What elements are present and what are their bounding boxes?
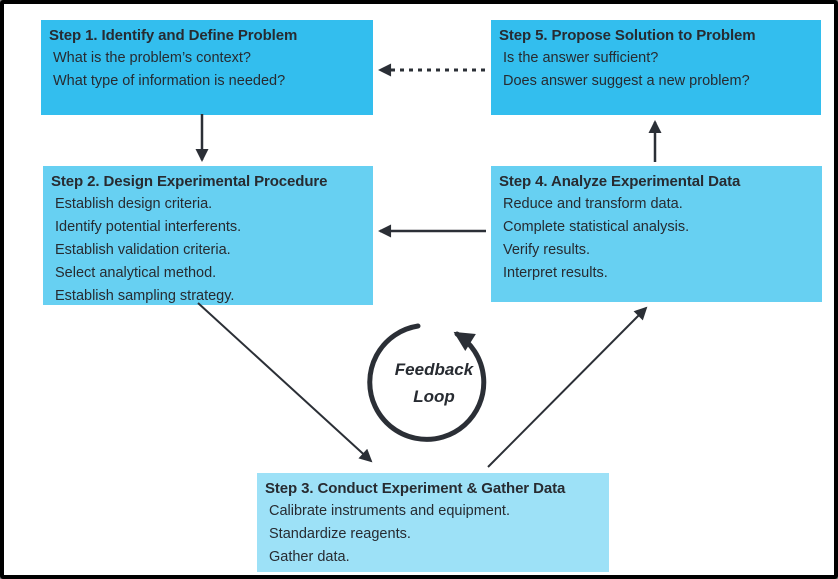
step5-line: Is the answer sufficient? [503,50,659,66]
arrow-step3-to-step4 [487,306,648,468]
step4-line: Interpret results. [503,265,608,281]
step4-line: Verify results. [503,242,591,258]
step1-line: What type of information is needed? [53,73,286,89]
feedback-loop-label-line2: Loop [413,387,455,406]
feedback-loop-label: Feedback Loop [376,356,492,410]
arrow-step2-to-step3 [197,302,373,463]
step3-line: Gather data. [269,549,350,565]
step4-line: Complete statistical analysis. [503,219,690,235]
feedback-loop-label-line1: Feedback [394,360,474,379]
step2-line: Establish sampling strategy. [55,288,235,304]
step1-line: What is the problem’s context? [53,50,251,66]
step1-title: Step 1. Identify and Define Problem [49,27,298,44]
step3-line: Calibrate instruments and equipment. [269,503,510,519]
step2-line: Select analytical method. [55,265,217,281]
box-step4-analyze-data: Step 4. Analyze Experimental Data Reduce… [491,166,822,302]
step4-title: Step 4. Analyze Experimental Data [499,173,741,190]
box-step3-conduct-experiment: Step 3. Conduct Experiment & Gather Data… [257,473,609,572]
step5-title: Step 5. Propose Solution to Problem [499,27,756,44]
step4-line: Reduce and transform data. [503,196,683,212]
box-step2-design-procedure: Step 2. Design Experimental Procedure Es… [43,166,373,305]
step2-line: Identify potential interferents. [55,219,242,235]
step2-line: Establish validation criteria. [55,242,231,258]
box-step5-propose-solution: Step 5. Propose Solution to Problem Is t… [491,20,821,115]
step3-line: Standardize reagents. [269,526,411,542]
step2-title: Step 2. Design Experimental Procedure [51,173,328,190]
step5-line: Does answer suggest a new problem? [503,73,750,89]
box-step1-identify-problem: Step 1. Identify and Define Problem What… [41,20,373,115]
step3-title: Step 3. Conduct Experiment & Gather Data [265,480,566,497]
step2-line: Establish design criteria. [55,196,213,212]
